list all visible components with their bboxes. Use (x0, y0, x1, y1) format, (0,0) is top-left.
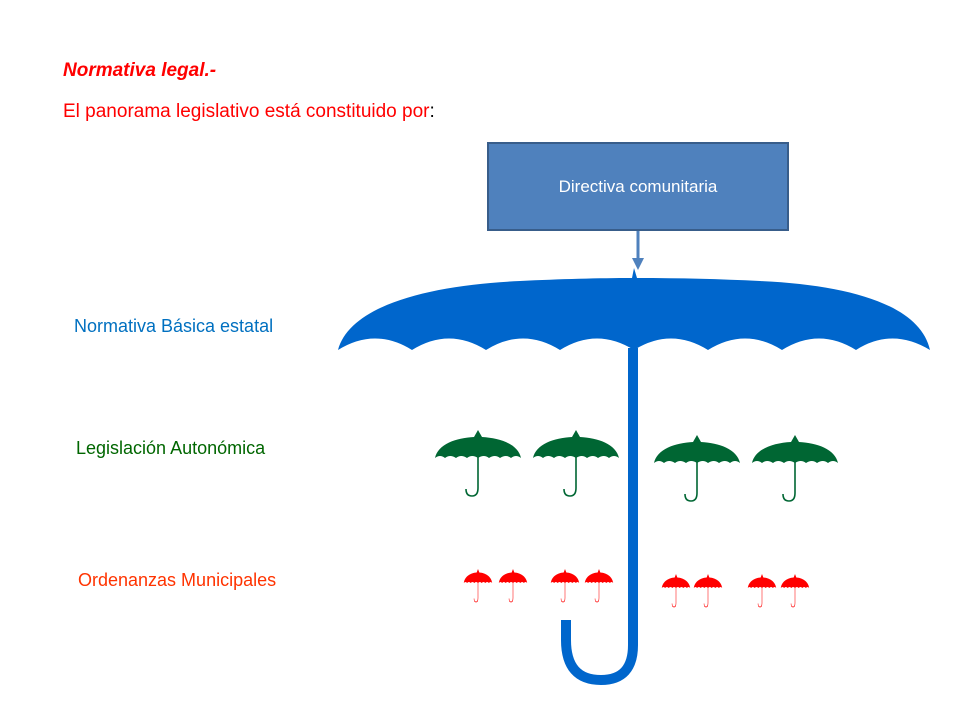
directive-box: Directiva comunitaria (487, 142, 789, 231)
subtitle-colon: : (429, 101, 435, 122)
umbrella-autonomica (532, 429, 620, 497)
umbrella-estatal-handle (561, 348, 638, 686)
umbrella-municipal (498, 568, 528, 603)
label-legislacion-autonomica: Legislación Autonómica (76, 438, 266, 458)
umbrella-municipal (463, 568, 493, 603)
subtitle-text: El panorama legislativo está constituido… (63, 101, 430, 122)
slide-title: Normativa legal.- (63, 60, 217, 81)
umbrella-municipal (661, 573, 691, 608)
umbrella-municipal (550, 568, 580, 603)
umbrella-autonomica (653, 434, 741, 502)
directive-arrow (632, 231, 644, 270)
slide-subtitle: El panorama legislativo está constituido… (63, 101, 435, 123)
label-normativa-estatal: Normativa Básica estatal (74, 316, 274, 336)
umbrella-municipal (747, 573, 777, 608)
umbrella-municipal (584, 568, 614, 603)
umbrella-municipal (780, 573, 810, 608)
umbrella-autonomica (434, 429, 522, 497)
directive-label: Directiva comunitaria (558, 176, 718, 196)
umbrella-municipal (693, 573, 723, 608)
umbrella-estatal (338, 268, 930, 686)
label-ordenanzas-municipales: Ordenanzas Municipales (78, 570, 277, 590)
umbrella-estatal-canopy (338, 268, 930, 350)
umbrella-autonomica (751, 434, 839, 502)
